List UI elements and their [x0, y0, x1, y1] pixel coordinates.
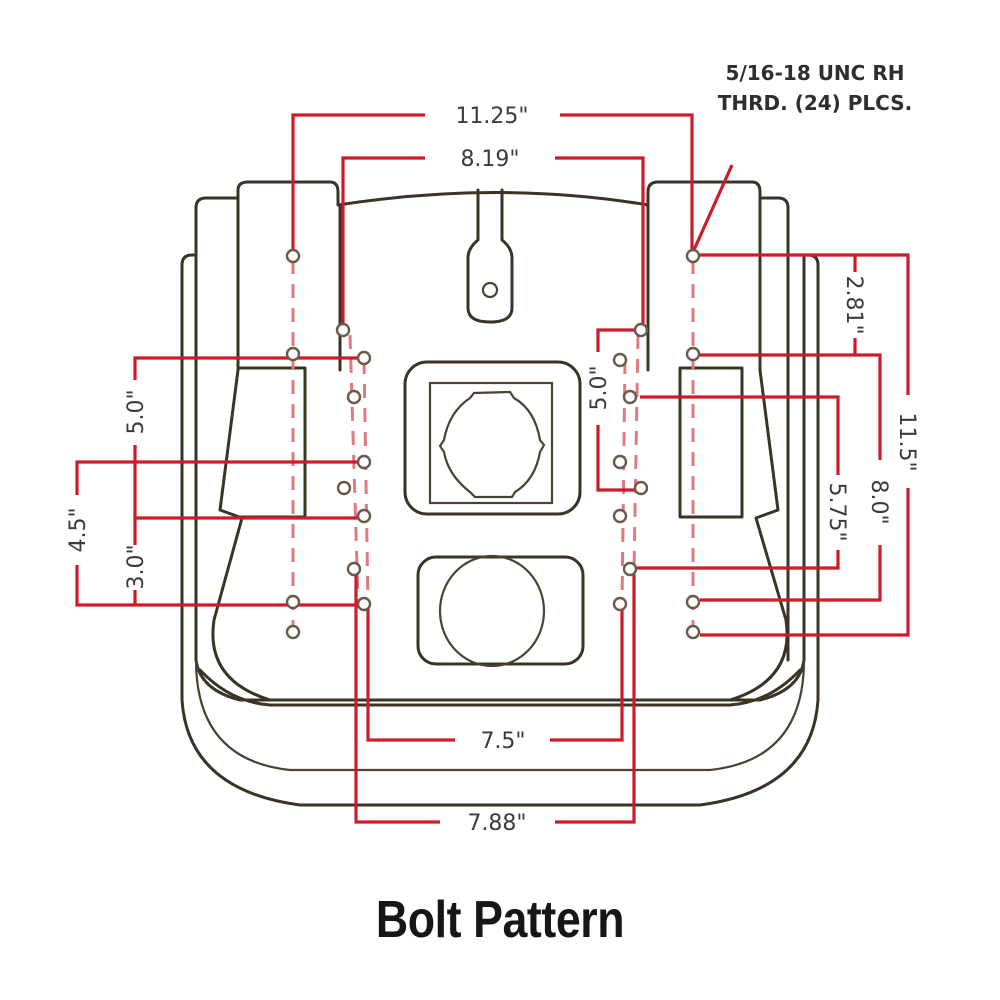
- dimension-lines: [75, 113, 910, 824]
- dimension-labels: 11.25" 8.19" 7.5" 7.88" 5.0" 4.5" 3.0" 5…: [66, 61, 919, 836]
- dim-right-11-5: 11.5": [894, 412, 919, 471]
- bolt-hole: [685, 346, 701, 362]
- bolt-hole: [346, 389, 362, 405]
- thread-note-line1: 5/16-18 UNC RH: [726, 61, 905, 85]
- diagram-caption: Bolt Pattern: [375, 891, 625, 949]
- bolt-hole: [612, 596, 628, 612]
- dim-top-outer: 11.25": [455, 104, 528, 129]
- bolt-hole: [285, 594, 301, 610]
- dim-left-5-0: 5.0": [124, 389, 149, 434]
- bolt-hole: [285, 624, 301, 640]
- bolt-hole: [633, 322, 649, 338]
- bolt-hole: [356, 454, 372, 470]
- bolt-hole: [622, 389, 638, 405]
- bolt-hole: [685, 594, 701, 610]
- bolt-hole: [285, 248, 301, 264]
- bolt-hole: [612, 508, 628, 524]
- bolt-hole: [612, 454, 628, 470]
- dim-right-8-0: 8.0": [866, 479, 891, 524]
- dim-center-5-0: 5.0": [587, 365, 612, 410]
- bolt-hole: [356, 596, 372, 612]
- bolt-hole: [285, 346, 301, 362]
- bolt-hole: [346, 561, 362, 577]
- bolt-hole: [335, 322, 351, 338]
- bolt-hole: [356, 350, 372, 366]
- dim-left-3-0: 3.0": [124, 544, 149, 589]
- bolt-hole: [356, 508, 372, 524]
- seat-outline: [180, 180, 820, 807]
- dim-bottom-inner: 7.5": [480, 729, 525, 754]
- bolt-hole: [612, 352, 628, 368]
- hole-row-guides: [291, 260, 695, 630]
- thread-note-line2: THRD. (24) PLCS.: [718, 91, 912, 115]
- dim-bottom-outer: 7.88": [467, 811, 526, 836]
- bolt-hole: [633, 480, 649, 496]
- bolt-holes: [285, 248, 701, 640]
- bolt-hole: [622, 561, 638, 577]
- bolt-hole: [685, 248, 701, 264]
- dim-left-4-5: 4.5": [66, 507, 91, 552]
- dim-right-2-81: 2.81": [841, 275, 866, 334]
- bolt-hole: [685, 624, 701, 640]
- dim-top-inner: 8.19": [460, 147, 519, 172]
- dim-right-5-75: 5.75": [824, 482, 849, 541]
- bolt-hole: [336, 480, 352, 496]
